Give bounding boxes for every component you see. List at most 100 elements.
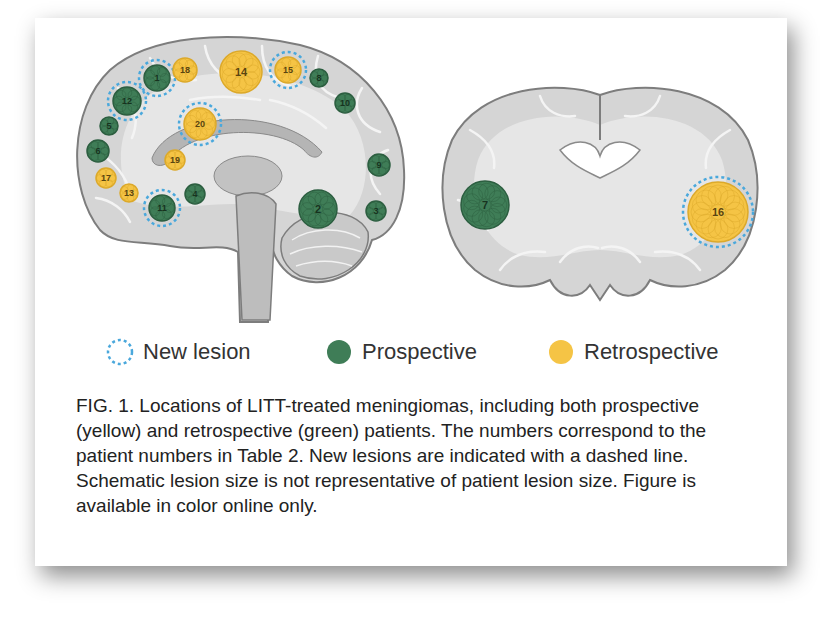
- lesion-texture: [702, 218, 722, 238]
- lesion-texture: [88, 147, 96, 155]
- legend-item: Prospective: [324, 337, 477, 367]
- sulci: [96, 46, 388, 222]
- lesion-texture: [720, 214, 740, 234]
- lesion-texture: [467, 206, 483, 222]
- lesion-circle: [220, 51, 262, 93]
- callout-number: 3: [373, 206, 378, 216]
- lesion-circle: [149, 195, 175, 221]
- lesion-marker: 16: [687, 181, 749, 243]
- callout-number: 2: [315, 204, 321, 214]
- lesion-texture: [369, 161, 377, 169]
- legend-item: New lesion: [105, 337, 251, 367]
- lesion-circle: [299, 190, 337, 228]
- lesion-texture: [366, 207, 373, 214]
- new-lesion-ring: [144, 190, 180, 226]
- callout-number: 5: [106, 121, 111, 131]
- cerebellum-folia: [290, 230, 362, 266]
- lesion-texture: [715, 186, 735, 206]
- lesion-marker: 2: [298, 189, 338, 229]
- legend-text: Prospective: [362, 339, 477, 365]
- lesion-circle: [688, 182, 748, 242]
- legend-sample: [105, 337, 135, 367]
- lesion-texture: [382, 161, 390, 169]
- legend-swatch: [327, 340, 351, 364]
- lesion-texture: [725, 202, 745, 222]
- lesion-marker: 9: [367, 153, 391, 177]
- lesion-marker: 19: [164, 149, 186, 171]
- lesion-marker: 10: [334, 92, 356, 114]
- brainstem: [236, 193, 276, 320]
- legend-item: Retrospective: [546, 337, 719, 367]
- callout-number: 14: [235, 67, 247, 77]
- lesion-circle: [366, 201, 386, 221]
- lesion-circle: [96, 168, 116, 188]
- lesion-texture: [724, 209, 744, 229]
- lesion-texture: [489, 191, 505, 207]
- lesion-texture: [185, 190, 192, 197]
- callout-number: 11: [157, 203, 167, 213]
- lesion-marker: 5: [99, 116, 119, 136]
- lesion-marker: 3: [365, 200, 387, 222]
- lesion-circle: [335, 93, 355, 113]
- new-lesion-ring: [683, 177, 753, 247]
- lesion-texture: [708, 219, 728, 239]
- sagittal-brain: [77, 37, 404, 322]
- coronal-outline: [443, 88, 758, 300]
- lesion-marker: 4: [184, 183, 206, 205]
- lesion-texture: [464, 200, 480, 216]
- ventricles: [560, 142, 640, 178]
- longitudinal-fissure: [599, 95, 601, 140]
- callout-number: 7: [482, 200, 488, 210]
- lesion-marker: 8: [309, 68, 329, 88]
- callout-number: 9: [376, 160, 381, 170]
- lesion-circle: [113, 87, 141, 115]
- callout-number: 4: [192, 189, 197, 199]
- lesion-circle: [368, 154, 390, 176]
- lesion-circle: [184, 108, 216, 140]
- lesion-marker: 7: [460, 180, 510, 230]
- lesion-marker: 11: [148, 194, 176, 222]
- lesion-texture: [696, 214, 716, 234]
- callout-number: 15: [283, 65, 293, 75]
- callout-number: 12: [122, 96, 132, 106]
- lesion-texture: [101, 147, 109, 155]
- thalamus: [214, 156, 282, 196]
- lesion-marker: 20: [183, 107, 217, 141]
- callout-number: 1: [154, 73, 159, 83]
- lesion-circle: [310, 69, 328, 87]
- figure-caption: FIG. 1. Locations of LITT-treated mening…: [76, 393, 766, 518]
- lesion-texture: [715, 218, 735, 238]
- lesion-texture: [204, 119, 215, 130]
- legend-swatch: [549, 340, 573, 364]
- callout-number: 16: [712, 207, 724, 217]
- lesion-texture: [708, 185, 728, 205]
- lesion-texture: [724, 196, 744, 216]
- lesion-marker: 13: [119, 183, 139, 203]
- legend-sample: [324, 337, 354, 367]
- lesion-marker: 17: [95, 167, 117, 189]
- new-lesion-ring: [139, 60, 175, 96]
- legend-dashed-ring: [108, 340, 132, 364]
- lesion-texture: [489, 203, 505, 219]
- callout-number: 20: [195, 119, 205, 129]
- new-lesion-ring: [179, 103, 221, 145]
- lesion-texture: [320, 196, 333, 209]
- lesion-circle: [461, 181, 509, 229]
- lesion-texture: [692, 209, 712, 229]
- lesion-marker: 14: [219, 50, 263, 94]
- lesion-texture: [198, 190, 205, 197]
- callout-number: 6: [95, 146, 100, 156]
- callout-number: 19: [170, 155, 180, 165]
- callout-number: 10: [340, 98, 350, 108]
- lesion-texture: [379, 207, 386, 214]
- lesion-texture: [691, 202, 711, 222]
- lesion-texture: [472, 210, 488, 226]
- lesion-circle: [144, 65, 170, 91]
- callout-number: 8: [316, 73, 321, 83]
- lesion-texture: [464, 194, 480, 210]
- callout-number: 18: [180, 65, 190, 75]
- legend-text: Retrospective: [584, 339, 719, 365]
- legend-sample: [546, 337, 576, 367]
